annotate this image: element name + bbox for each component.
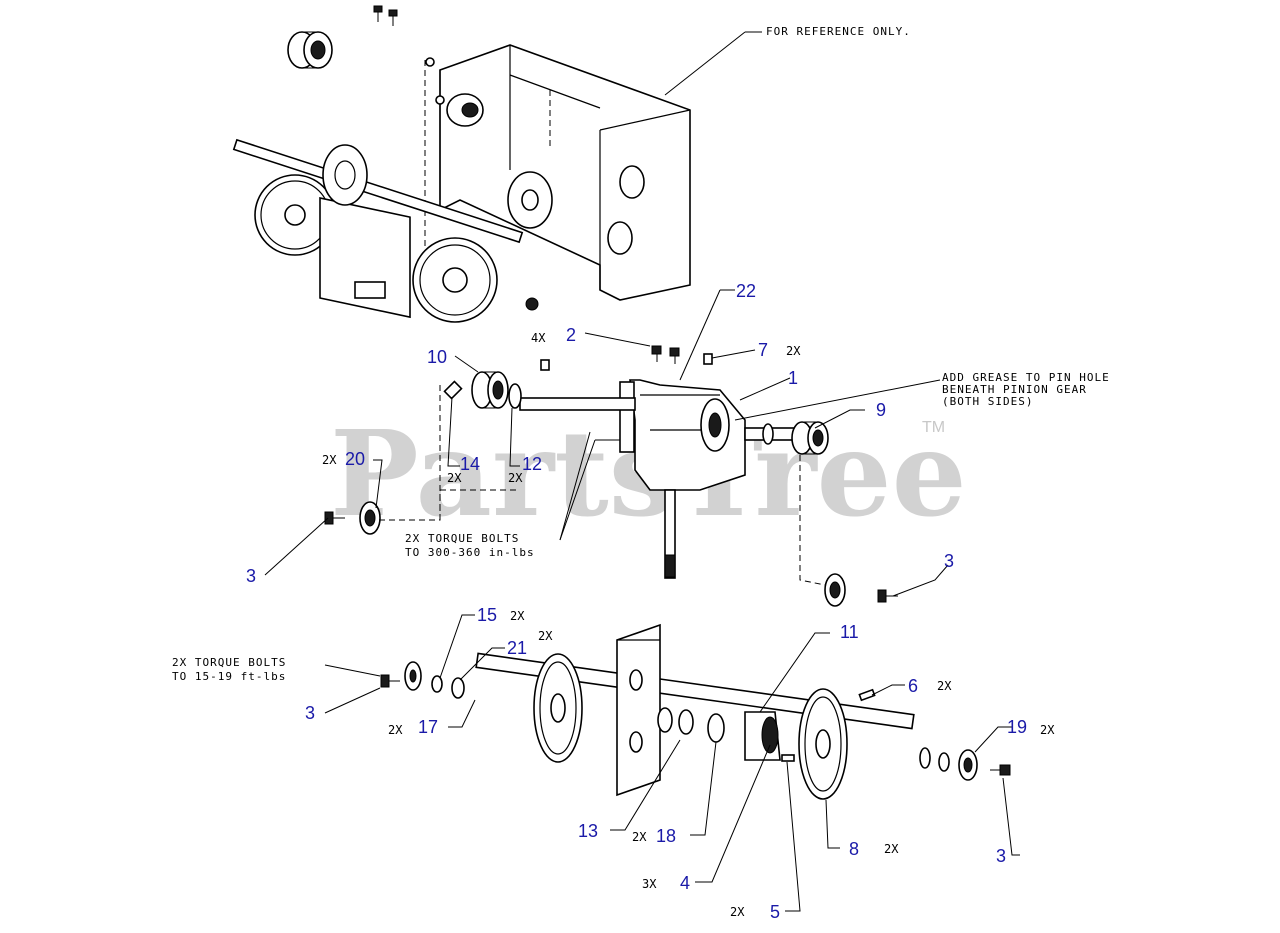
qty-8: 2X (884, 842, 899, 856)
notes: FOR REFERENCE ONLY. ADD GREASE TO PIN HO… (172, 25, 1110, 683)
qty-12: 2X (508, 471, 523, 485)
qty-18: 2X (632, 830, 647, 844)
grease-note-line-2: BENEATH PINION GEAR (942, 383, 1087, 396)
transmission-assembly (324, 345, 898, 607)
callout-14[interactable]: 14 (460, 454, 480, 474)
callout-6[interactable]: 6 (908, 676, 918, 696)
bolt-3a-icon (324, 511, 345, 525)
callout-21[interactable]: 21 (507, 638, 527, 658)
qty-19: 2X (1040, 723, 1055, 737)
qty-21: 2X (538, 629, 553, 643)
callout-3-lower-left[interactable]: 3 (305, 703, 315, 723)
callout-4[interactable]: 4 (680, 873, 690, 893)
qty-7: 2X (786, 344, 801, 358)
gear-8-icon (798, 688, 848, 800)
callout-7[interactable]: 7 (758, 340, 768, 360)
torque-upper-line-1: 2X TORQUE BOLTS (405, 532, 519, 545)
reference-pinion-icon (287, 31, 333, 69)
callout-17[interactable]: 17 (418, 717, 438, 737)
callout-1[interactable]: 1 (788, 368, 798, 388)
bolt-3c-icon (380, 674, 400, 688)
callout-22[interactable]: 22 (736, 281, 756, 301)
callout-13[interactable]: 13 (578, 821, 598, 841)
pinion-gear-10-icon (471, 371, 509, 409)
clip-6-icon (858, 688, 876, 702)
callout-3-lower-right[interactable]: 3 (996, 846, 1006, 866)
callout-12[interactable]: 12 (522, 454, 542, 474)
reference-axle-icon (232, 138, 539, 323)
output-shaft-icon (664, 489, 676, 579)
callout-20[interactable]: 20 (345, 449, 365, 469)
callout-5[interactable]: 5 (770, 902, 780, 922)
callout-2[interactable]: 2 (566, 325, 576, 345)
bearing-19-icon (919, 747, 978, 781)
qty-15: 2X (510, 609, 525, 623)
key-14-icon (443, 380, 463, 400)
pin-5-icon (781, 754, 795, 762)
washer-15-icon (404, 661, 465, 699)
callout-3-upper-left[interactable]: 3 (246, 566, 256, 586)
bearing-18-icon (707, 713, 725, 743)
callout-3-upper-right[interactable]: 3 (944, 551, 954, 571)
pinion-gear-9-icon (791, 421, 829, 455)
gear-left-icon (533, 653, 583, 763)
qty-14: 2X (447, 471, 462, 485)
callout-18[interactable]: 18 (656, 826, 676, 846)
callout-10[interactable]: 10 (427, 347, 447, 367)
lower-axle-assembly (380, 623, 1011, 800)
bolt-3d-icon (990, 764, 1011, 776)
bearing-right-icon (824, 573, 846, 607)
cross-shaft-left-icon (519, 397, 636, 411)
qty-2: 4X (531, 331, 546, 345)
bolt-2-icon (651, 345, 680, 364)
mount-bracket-icon (619, 381, 635, 453)
callout-11[interactable]: 11 (840, 622, 859, 642)
bearing-20-icon (359, 501, 381, 535)
qty-20: 2X (322, 453, 337, 467)
pin-7-icon (703, 353, 713, 365)
torque-lower-line-1: 2X TORQUE BOLTS (172, 656, 286, 669)
qty-5: 2X (730, 905, 745, 919)
frame-housing-icon (424, 31, 746, 301)
callout-8[interactable]: 8 (849, 839, 859, 859)
grease-note-line-3: (BOTH SIDES) (942, 395, 1033, 408)
bracket-13-icon (616, 623, 661, 797)
callout-9[interactable]: 9 (876, 400, 886, 420)
callouts: 22 2 7 1 9 10 14 12 20 3 3 15 21 3 17 11… (246, 281, 1027, 922)
bolt-3b-icon (877, 589, 898, 603)
callout-19[interactable]: 19 (1007, 717, 1027, 737)
qty-17: 2X (388, 723, 403, 737)
pin-top-icon (540, 359, 550, 371)
leader-lines (264, 31, 1020, 912)
reference-note: FOR REFERENCE ONLY. (766, 25, 911, 38)
callout-15[interactable]: 15 (477, 605, 497, 625)
qty-4: 3X (642, 877, 657, 891)
reference-bolts-icon (373, 5, 398, 26)
watermark-tm: TM (922, 419, 945, 436)
torque-lower-line-2: TO 15-19 ft-lbs (172, 670, 286, 683)
reference-assembly (232, 5, 746, 323)
quantities: 4X 2X 2X 2X 2X 2X 2X 2X 2X 2X 2X 2X 3X 2… (322, 331, 1055, 919)
washer-12-icon (508, 383, 522, 409)
torque-upper-line-2: TO 300-360 in-lbs (405, 546, 535, 559)
qty-6: 2X (937, 679, 952, 693)
grease-note-line-1: ADD GREASE TO PIN HOLE (942, 371, 1110, 384)
